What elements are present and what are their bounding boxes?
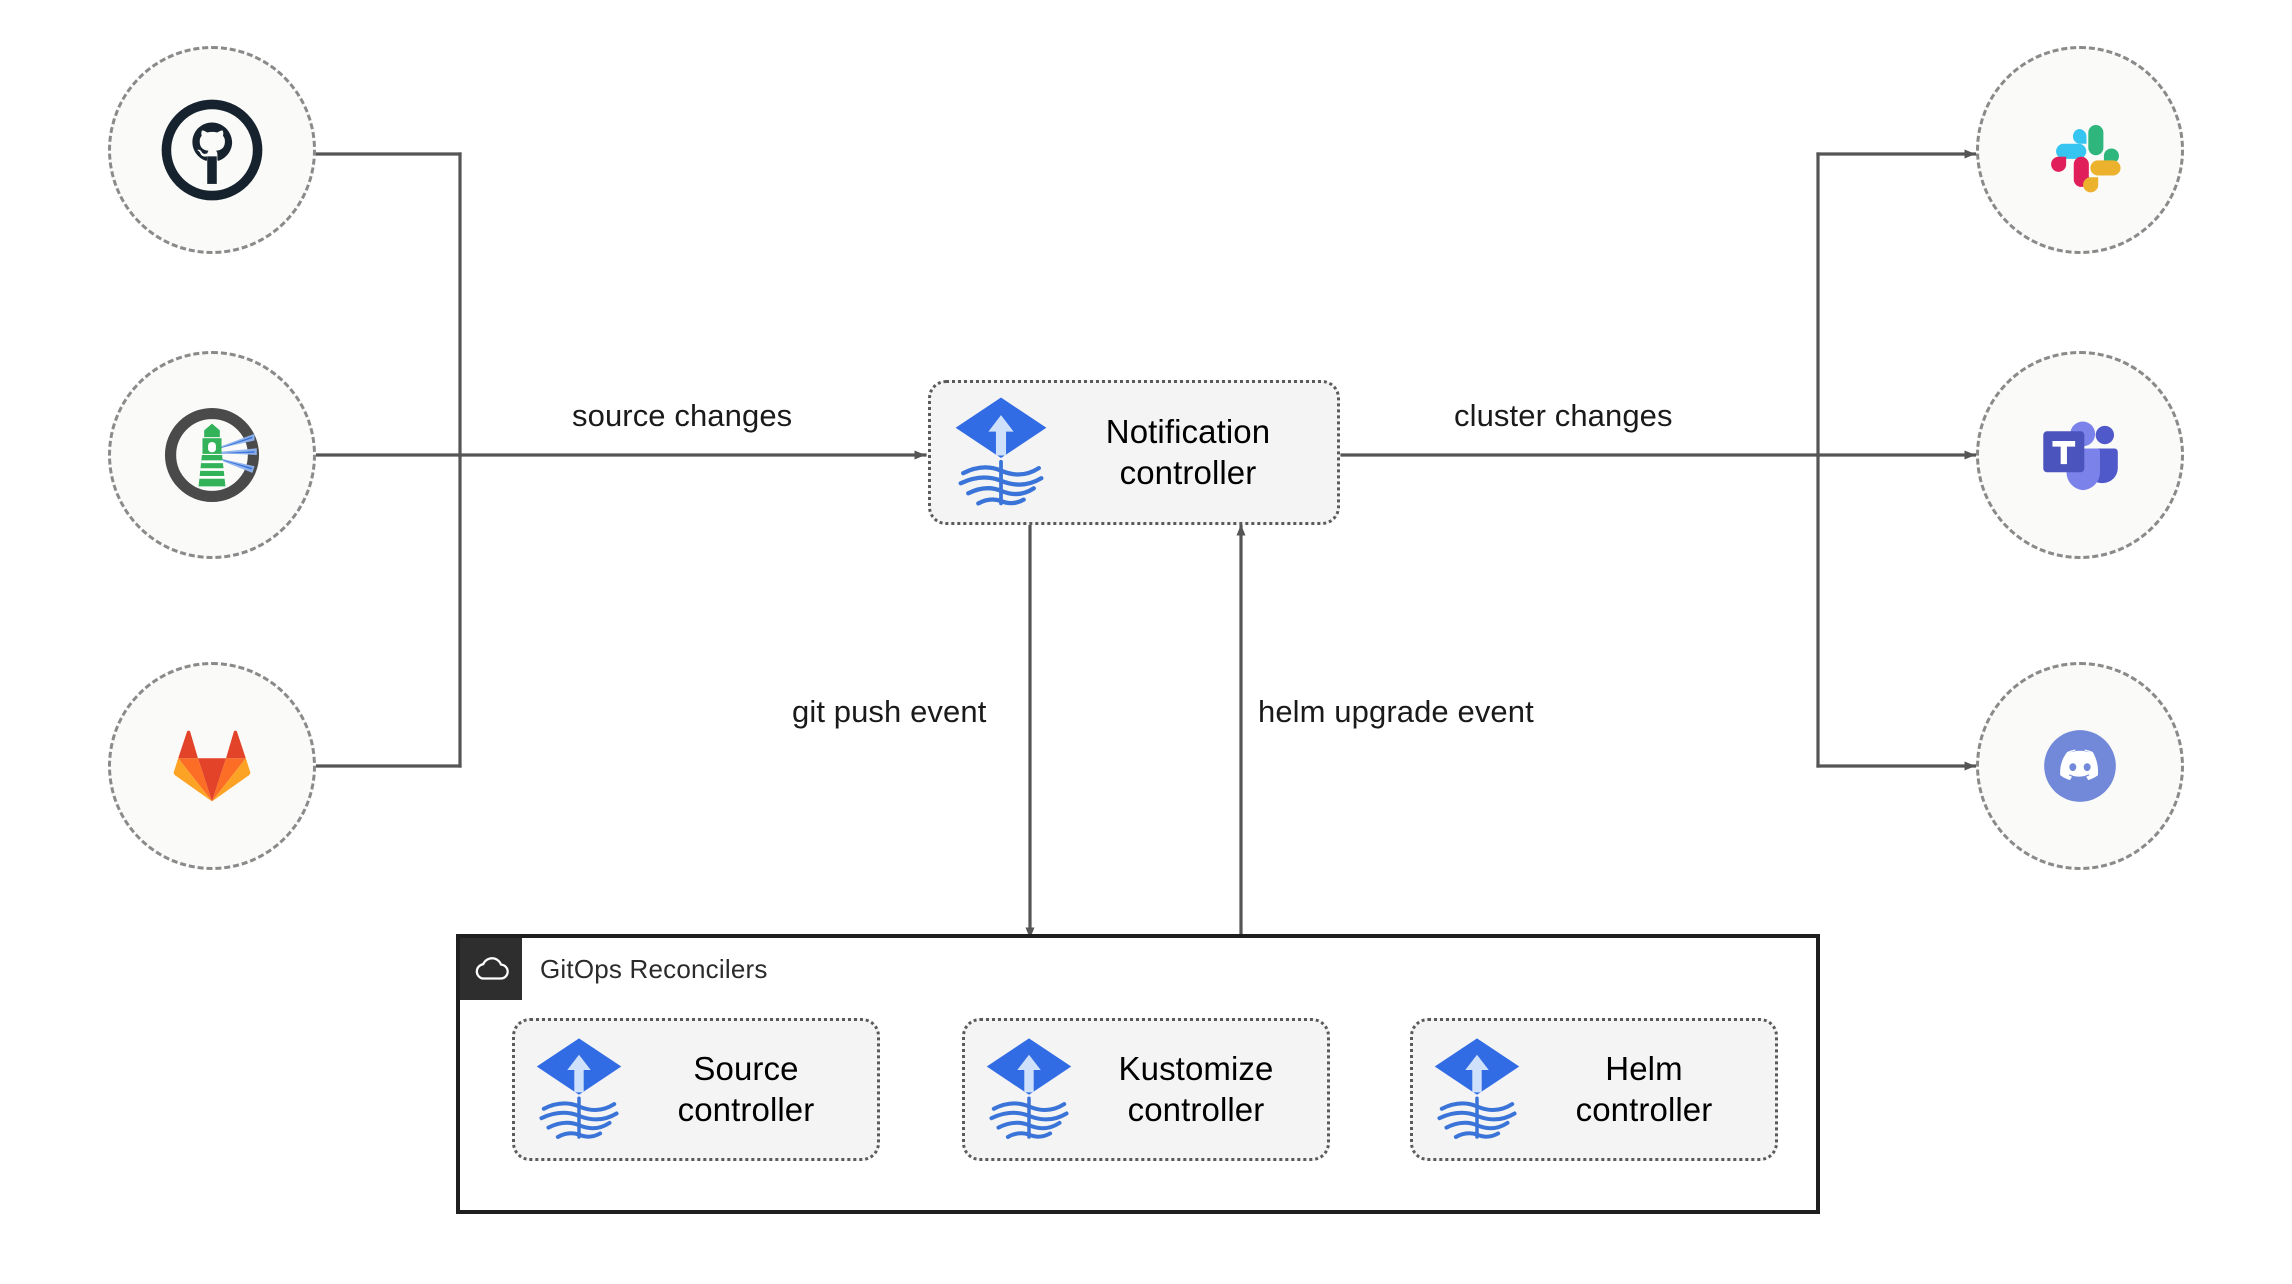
source-node-github[interactable]: GitHub bbox=[108, 46, 316, 254]
cloud-icon bbox=[475, 957, 509, 980]
target-node-slack[interactable]: Slack bbox=[1976, 46, 2184, 254]
source-controller-box[interactable]: Source controller bbox=[512, 1018, 880, 1161]
edge-label-git-push-event: git push event bbox=[792, 694, 987, 729]
flux-lighthouse-icon bbox=[164, 407, 260, 503]
github-icon bbox=[161, 99, 263, 201]
helm-controller-box[interactable]: Helm controller bbox=[1410, 1018, 1778, 1161]
helm-controller-label: Helm controller bbox=[1575, 1050, 1713, 1128]
flux-controller-icon bbox=[955, 397, 1047, 506]
flux-controller-icon bbox=[536, 1037, 622, 1139]
gitlab-icon bbox=[173, 730, 251, 802]
target-node-discord[interactable]: Discord bbox=[1976, 662, 2184, 870]
edge-label-cluster-changes: cluster changes bbox=[1454, 398, 1673, 433]
container-title: GitOps Reconcilers bbox=[540, 953, 768, 984]
source-node-gitlab[interactable]: GitLab bbox=[108, 662, 316, 870]
kustomize-controller-label: Kustomize controller bbox=[1118, 1050, 1274, 1128]
kustomize-controller-box[interactable]: Kustomize controller bbox=[962, 1018, 1330, 1161]
discord-icon bbox=[2044, 730, 2116, 802]
flux-controller-icon bbox=[1434, 1037, 1520, 1139]
notification-controller-label: Notification controller bbox=[1105, 413, 1271, 491]
container-tab bbox=[460, 938, 522, 1000]
source-controller-label: Source controller bbox=[677, 1050, 815, 1128]
target-node-teams[interactable]: Microsoft Teams bbox=[1976, 351, 2184, 559]
ms-teams-icon bbox=[2043, 421, 2118, 491]
slack-icon bbox=[2051, 125, 2121, 193]
notification-controller-box[interactable]: Notification controller bbox=[928, 380, 1340, 525]
flux-controller-icon bbox=[986, 1037, 1072, 1139]
edge-label-source-changes: source changes bbox=[572, 398, 793, 433]
source-node-flux[interactable]: Flux bbox=[108, 351, 316, 559]
edge-label-helm-upgrade-event: helm upgrade event bbox=[1258, 694, 1534, 729]
